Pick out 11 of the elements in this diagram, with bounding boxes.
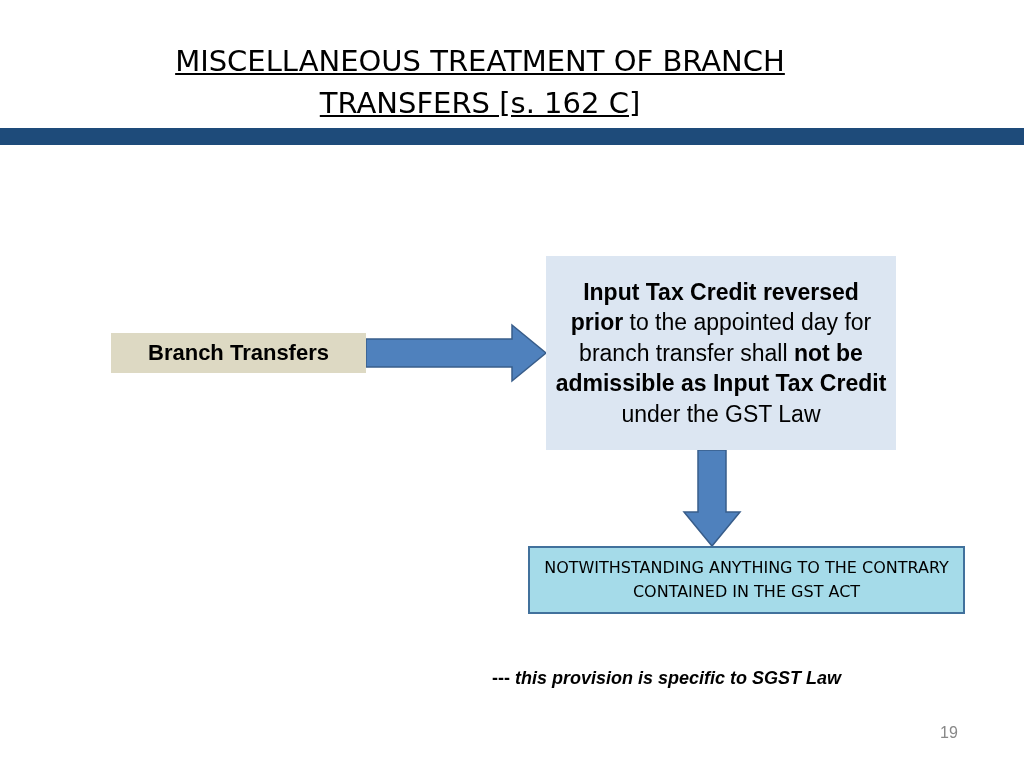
note-box [528, 546, 965, 614]
node-text: NOTWITHSTANDING ANYTHING TO THE CONTRARY CONTAINED IN THE GST ACT [543, 557, 950, 603]
slide-title: MISCELLANEOUS TREATMENT OF BRANCH TRANSFERS [s. 162 C] [174, 43, 786, 122]
page-number: 19 [940, 724, 958, 742]
node-text: Input Tax Credit reversed prior to the appointed day for branch transfer shall not be admissible as Input Tax Credit under the GST Law [554, 277, 888, 429]
node-text: Branch Transfers [147, 340, 330, 366]
footnote: --- this provision is specific to SGST Law [492, 668, 842, 689]
block-arrow [365, 323, 548, 383]
process-box [111, 333, 366, 373]
text-box [546, 256, 896, 450]
block-arrow [682, 449, 742, 548]
